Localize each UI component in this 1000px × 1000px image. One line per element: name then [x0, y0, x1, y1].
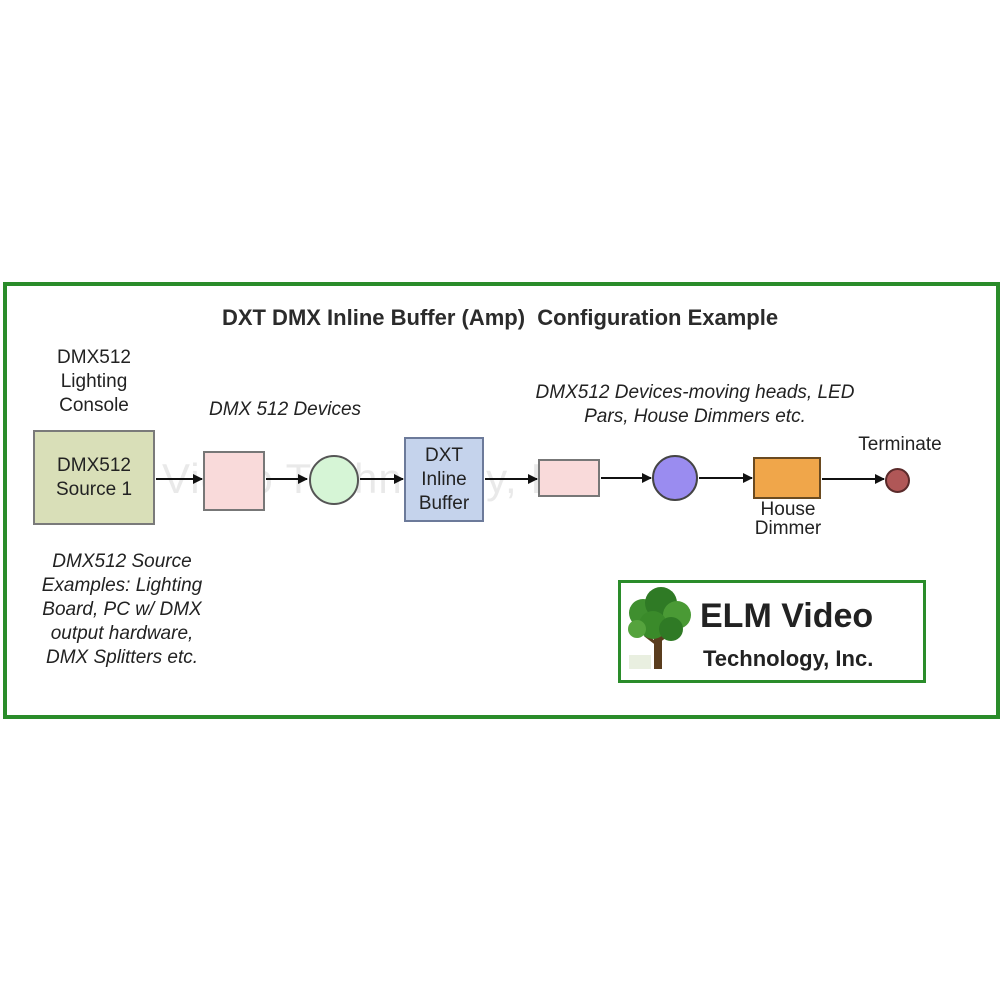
tree-logo-icon	[628, 587, 691, 669]
buffer-node: DXT Inline Buffer	[404, 437, 484, 522]
devices2-line: DMX512 Devices-moving heads, LED	[535, 382, 855, 403]
buffer-line: Buffer	[418, 492, 470, 514]
console-label-line: Lighting	[60, 371, 128, 392]
source-examples-line: output hardware,	[50, 623, 194, 644]
devices2-line: Pars, House Dimmers etc.	[584, 406, 806, 427]
diagram-title: DXT DMX Inline Buffer (Amp) Configuratio…	[221, 305, 779, 330]
devices2-label: DMX512 Devices-moving heads, LED Pars, H…	[505, 381, 885, 429]
terminate-label: Terminate	[858, 434, 942, 455]
source-examples-line: DMX512 Source	[52, 551, 192, 572]
dimmer-label: House Dimmer	[752, 500, 824, 538]
source-examples: DMX512 Source Examples: Lighting Board, …	[22, 550, 222, 670]
device-node-4	[652, 455, 698, 501]
buffer-line: DXT	[424, 444, 463, 466]
source-examples-line: Examples: Lighting	[41, 575, 203, 596]
device-node-1	[203, 451, 265, 511]
buffer-line: Inline	[421, 468, 467, 490]
source-examples-line: Board, PC w/ DMX	[42, 599, 202, 620]
dimmer-node	[753, 457, 821, 499]
terminator-node	[885, 468, 910, 493]
console-label-line: Console	[59, 395, 129, 416]
source-node: DMX512 Source 1	[33, 430, 155, 525]
source-line: DMX512	[57, 454, 131, 476]
dimmer-line: House	[760, 499, 816, 520]
diagram-frame	[3, 282, 1000, 719]
logo-name: ELM Video	[700, 597, 874, 635]
console-label: DMX512 Lighting Console	[40, 346, 148, 418]
source-examples-line: DMX Splitters etc.	[45, 647, 199, 668]
dimmer-line: Dimmer	[754, 518, 822, 539]
source-line: Source 1	[55, 478, 133, 500]
console-label-line: DMX512	[57, 347, 131, 368]
device-node-2	[309, 455, 359, 505]
device-node-3	[538, 459, 600, 497]
devices-label: DMX 512 Devices	[208, 399, 362, 420]
logo-subtitle: Technology, Inc.	[703, 646, 874, 671]
